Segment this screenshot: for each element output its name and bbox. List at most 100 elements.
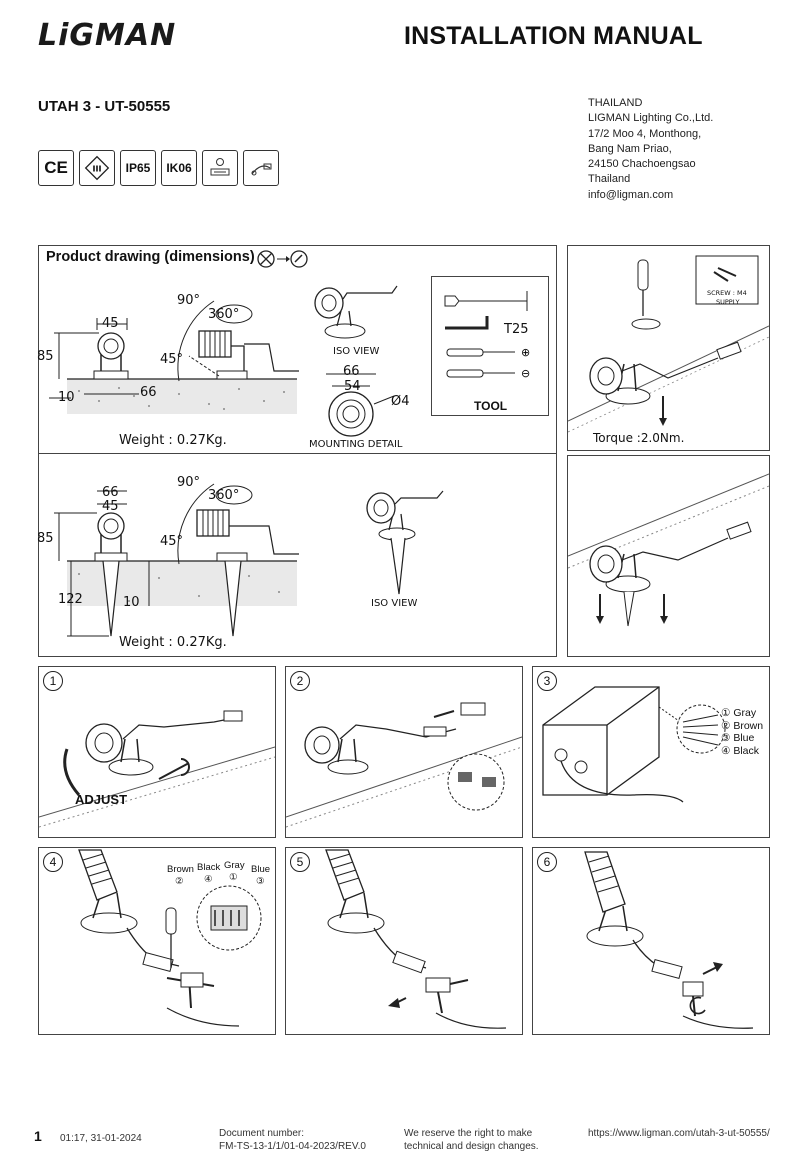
address-line: LIGMAN Lighting Co.,Ltd.	[588, 112, 714, 125]
cable-icon	[243, 150, 279, 186]
model-name: UTAH 3 - UT-50555	[38, 98, 171, 115]
document-number: Document number: FM-TS-13-1/1/01-04-2023…	[219, 1128, 366, 1153]
no-tool-icon	[257, 250, 308, 268]
weight-label: Weight : 0.27Kg.	[119, 433, 227, 448]
svg-text:⊖: ⊖	[521, 367, 530, 380]
notice-line: technical and design changes.	[404, 1140, 539, 1152]
wire-number: ④	[721, 744, 731, 757]
dim-66: 66	[140, 385, 157, 400]
doc-number-label: Document number:	[219, 1128, 305, 1139]
wire-color: Brown	[733, 719, 764, 732]
spike-weight-label: Weight : 0.27Kg.	[119, 635, 227, 650]
spike-dim-85: 85	[37, 531, 54, 546]
wire-label-gray: Gray	[224, 860, 245, 871]
wire-legend: ① Gray ② Brown ③ Blue ④ Black	[721, 707, 763, 757]
iso-view-drawing	[314, 285, 398, 339]
spike-angle-360: 360°	[208, 488, 240, 503]
step-number: 5	[290, 852, 310, 872]
wire-number-blue: ③	[256, 876, 265, 887]
brand-logo: LiGMAN	[38, 18, 177, 53]
document-title: INSTALLATION MANUAL	[404, 22, 703, 50]
wire-legend-item: ④ Black	[721, 745, 763, 758]
wire-number: ③	[721, 732, 731, 744]
wire-label-black: Black	[197, 862, 221, 873]
adjust-illustration	[39, 710, 275, 828]
angle-90: 90°	[177, 293, 201, 308]
angle-360: 360°	[208, 307, 240, 322]
step-2-panel: 2	[285, 666, 523, 838]
page-number: 1	[34, 1128, 42, 1144]
dim-85: 85	[37, 349, 54, 364]
mounting-detail-label: MOUNTING DETAIL	[309, 439, 403, 450]
wire-number-brown: ②	[175, 876, 184, 887]
adjust-label: ADJUST	[75, 792, 128, 807]
step-number: 6	[537, 852, 557, 872]
wire-number-gray: ①	[229, 872, 238, 883]
print-date: 01:17, 31-01-2024	[60, 1133, 142, 1144]
product-drawing-panel: Product drawing (dimensions) 45 85 10 66	[37, 245, 557, 657]
company-address: THAILAND LIGMAN Lighting Co.,Ltd. 17/2 M…	[588, 96, 713, 203]
design-change-notice: We reserve the right to make technical a…	[404, 1128, 539, 1153]
iso-view-label: ISO VIEW	[333, 346, 380, 357]
cable-prep-illustration	[286, 702, 522, 828]
class-iii-icon: III	[79, 150, 115, 186]
address-line: THAILAND	[588, 97, 643, 109]
spike-install-illustration	[568, 473, 769, 627]
wire-legend-item: ③ Blue	[721, 732, 763, 745]
ground-spike-panel	[567, 455, 770, 657]
spike-iso-view-label: ISO VIEW	[371, 598, 418, 609]
address-line: 24150 Chachoengsao	[588, 158, 696, 171]
panel-divider	[39, 453, 556, 454]
surface-mount-illustration	[568, 255, 769, 433]
svg-text:⊕: ⊕	[521, 346, 530, 359]
mount-hole: Ø4	[391, 394, 410, 409]
spike-angle-45: 45°	[160, 534, 184, 549]
ce-mark: CE	[38, 150, 74, 186]
torx-size: T25	[504, 322, 529, 337]
step-6-panel: 6	[532, 847, 770, 1035]
final-assembly-illustration	[584, 851, 754, 1029]
wire-label-blue: Blue	[251, 864, 271, 875]
notice-line: We reserve the right to make	[404, 1128, 533, 1139]
step-number: 2	[290, 671, 310, 691]
spike-dim-45: 45	[102, 499, 119, 514]
step-number: 1	[43, 671, 63, 691]
wiring-illustration	[78, 849, 262, 1027]
tool-box	[431, 276, 549, 416]
mounting-detail-drawing	[326, 373, 395, 437]
ip-rating: IP65	[120, 150, 156, 186]
product-url[interactable]: https://www.ligman.com/utah-3-ut-50555/	[588, 1128, 770, 1139]
doc-number-value: FM-TS-13-1/1/01-04-2023/REV.0	[219, 1140, 366, 1152]
mount-dim-66: 66	[343, 364, 360, 379]
wire-legend-item: ① Gray	[721, 707, 763, 720]
tool-label: TOOL	[474, 399, 508, 413]
address-line: Thailand	[588, 173, 631, 186]
ik-rating: IK06	[161, 150, 197, 186]
spike-dim-122: 122	[58, 592, 83, 607]
email-link[interactable]: info@ligman.com	[588, 188, 674, 201]
wire-color: Blue	[733, 732, 755, 744]
connector-assembly-illustration	[325, 849, 507, 1029]
address-line: 17/2 Moo 4, Monthong,	[588, 127, 702, 140]
tool-icons: ⊕ ⊖	[444, 291, 530, 380]
address-line: Bang Nam Priao,	[588, 142, 672, 155]
step-5-panel: 5	[285, 847, 523, 1035]
spike-dim-10: 10	[123, 595, 140, 610]
mount-dim-54: 54	[344, 379, 361, 394]
dim-45: 45	[102, 316, 119, 331]
class-iii-label: III	[93, 165, 102, 174]
mounting-surface-panel: SCREW : M4 SUPPLY Torque :2.0Nm.	[567, 245, 770, 451]
wire-number: ①	[721, 707, 731, 719]
step-4-panel: 4 Brown Black Gray Blue ② ④ ① ③	[38, 847, 276, 1035]
torque-label: Torque :2.0Nm.	[593, 431, 685, 445]
wire-number-black: ④	[204, 874, 213, 885]
step-number: 4	[43, 852, 63, 872]
spike-iso-view-drawing	[366, 490, 444, 595]
dimension-drawing-spike	[54, 483, 299, 637]
dimension-drawing-top	[49, 300, 299, 414]
step-number: 3	[537, 671, 557, 691]
spike-angle-90: 90°	[177, 475, 201, 490]
angle-45: 45°	[160, 352, 184, 367]
step-3-panel: 3 ① Gray ② Brown ③ Blue ④ Black	[532, 666, 770, 838]
certification-row: CE III IP65 IK06	[38, 150, 279, 188]
